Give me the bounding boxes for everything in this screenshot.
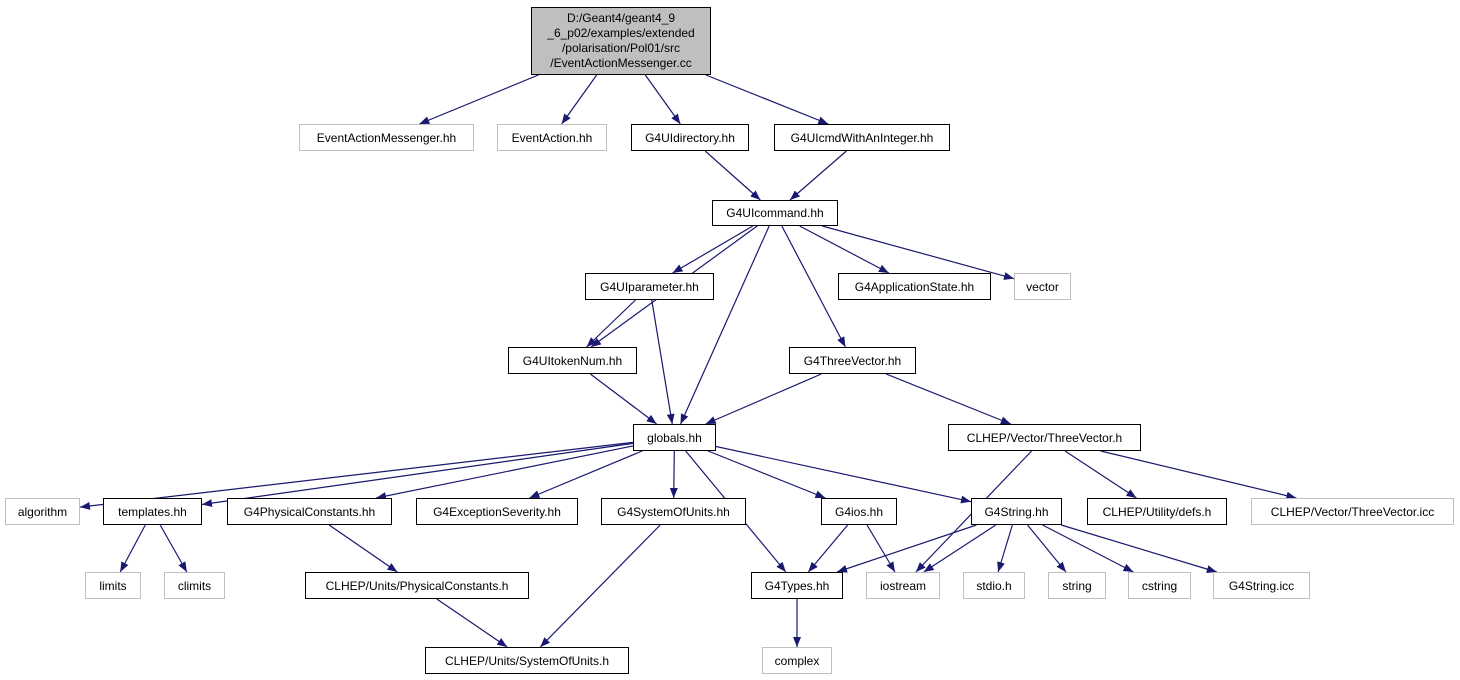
edge-CLHEP_Vector_ThreeVector_h-to-CLHEP_Utility_defs_h <box>1064 450 1137 499</box>
node-g4string-hh[interactable]: G4String.hh <box>971 498 1062 525</box>
edge-globals_hh-to-G4SystemOfUnits_hh <box>669 450 678 499</box>
edge-globals_hh-to-algorithm <box>79 441 634 510</box>
edge-G4SystemOfUnits_hh-to-CLHEP_Units_SystemOfUnits_h <box>539 524 661 648</box>
edge-G4UIcommand_hh-to-G4UIparameter_hh <box>672 225 754 274</box>
node-cstring[interactable]: cstring <box>1128 572 1191 599</box>
node-vector[interactable]: vector <box>1014 273 1071 300</box>
node-g4uiparameter-hh[interactable]: G4UIparameter.hh <box>585 273 714 300</box>
node-eventaction-hh[interactable]: EventAction.hh <box>497 124 607 151</box>
node-g4uitokennum-hh[interactable]: G4UItokenNum.hh <box>508 347 637 374</box>
node-g4applicationstate-hh[interactable]: G4ApplicationState.hh <box>838 273 991 300</box>
root-label-line-1: D:/Geant4/geant4_9 <box>566 11 676 25</box>
node-clhep-vector-threevector-h[interactable]: CLHEP/Vector/ThreeVector.h <box>948 424 1141 451</box>
node-complex[interactable]: complex <box>762 647 832 674</box>
node-g4uidirectory-hh[interactable]: G4UIdirectory.hh <box>631 124 749 151</box>
edge-G4UIcommand_hh-to-G4ApplicationState_hh <box>799 225 890 274</box>
node-string[interactable]: string <box>1048 572 1106 599</box>
node-algorithm[interactable]: algorithm <box>5 498 80 525</box>
node-globals-hh[interactable]: globals.hh <box>633 424 716 451</box>
edge-root-to-EventAction_hh <box>561 74 598 125</box>
edge-G4UIcommand_hh-to-G4ThreeVector_hh <box>781 225 846 348</box>
edge-G4ThreeVector_hh-to-globals_hh <box>705 373 822 425</box>
edge-globals_hh-to-G4PhysicalConstants_hh <box>375 445 634 500</box>
edge-G4String_hh-to-cstring <box>1042 524 1134 573</box>
root-file-node[interactable]: D:/Geant4/geant4_9 _6_p02/examples/exten… <box>531 7 711 75</box>
edge-root-to-EventActionMessenger_hh <box>419 74 539 125</box>
node-clhep-utility-defs-h[interactable]: CLHEP/Utility/defs.h <box>1087 498 1227 525</box>
edge-G4String_hh-to-G4String_icc <box>1061 524 1217 573</box>
edge-G4UIcommand_hh-to-vector <box>822 225 1015 280</box>
edge-G4PhysicalConstants_hh-to-CLHEP_Units_PhysicalConstants_h <box>328 524 398 573</box>
edge-G4UIcmdWithAnInteger_hh-to-G4UIcommand_hh <box>789 150 847 201</box>
edge-G4UIparameter_hh-to-G4UItokenNum_hh <box>586 299 636 348</box>
edge-templates_hh-to-limits <box>119 524 146 573</box>
node-g4uicmdwithaninteger-hh[interactable]: G4UIcmdWithAnInteger.hh <box>774 124 950 151</box>
edge-G4ios_hh-to-G4Types_hh <box>807 524 849 573</box>
node-eventactionmessenger-hh[interactable]: EventActionMessenger.hh <box>299 124 474 151</box>
edge-G4String_hh-to-stdio_h <box>997 524 1013 573</box>
node-templates-hh[interactable]: templates.hh <box>103 498 202 525</box>
edge-G4String_hh-to-string <box>1027 524 1067 573</box>
edge-G4ThreeVector_hh-to-CLHEP_Vector_ThreeVector_h <box>885 373 1012 425</box>
node-g4physicalconstants-hh[interactable]: G4PhysicalConstants.hh <box>227 498 392 525</box>
node-climits[interactable]: climits <box>164 572 225 599</box>
edge-globals_hh-to-G4String_hh <box>715 445 972 504</box>
edge-G4ios_hh-to-iostream <box>866 524 896 573</box>
edge-root-to-G4UIdirectory_hh <box>644 74 681 125</box>
edge-G4UIdirectory_hh-to-G4UIcommand_hh <box>704 150 761 201</box>
node-g4systemofunits-hh[interactable]: G4SystemOfUnits.hh <box>601 498 746 525</box>
node-g4ios-hh[interactable]: G4ios.hh <box>821 498 897 525</box>
edge-globals_hh-to-G4ExceptionSeverity_hh <box>529 450 643 499</box>
edge-G4String_hh-to-G4Types_hh <box>836 524 977 573</box>
edge-G4String_hh-to-iostream <box>923 524 997 573</box>
node-clhep-units-physicalconstants-h[interactable]: CLHEP/Units/PhysicalConstants.h <box>305 572 529 599</box>
node-clhep-units-systemofunits-h[interactable]: CLHEP/Units/SystemOfUnits.h <box>425 647 629 674</box>
edge-globals_hh-to-templates_hh <box>201 442 634 508</box>
edge-templates_hh-to-climits <box>159 524 188 573</box>
node-g4string-icc[interactable]: G4String.icc <box>1213 572 1310 599</box>
edge-CLHEP_Vector_ThreeVector_h-to-CLHEP_Vector_ThreeVector_icc <box>1100 450 1297 500</box>
node-g4exceptionseverity-hh[interactable]: G4ExceptionSeverity.hh <box>416 498 578 525</box>
edge-root-to-G4UIcmdWithAnInteger_hh <box>705 74 829 125</box>
edge-G4UIcommand_hh-to-globals_hh <box>679 225 770 425</box>
root-label-line-4: /EventActionMessenger.cc <box>550 56 692 70</box>
edge-G4UIparameter_hh-to-globals_hh <box>651 299 675 425</box>
root-label-line-2: _6_p02/examples/extended <box>547 26 695 40</box>
node-iostream[interactable]: iostream <box>866 572 940 599</box>
node-limits[interactable]: limits <box>85 572 141 599</box>
node-stdio-h[interactable]: stdio.h <box>963 572 1025 599</box>
node-g4uicommand-hh[interactable]: G4UIcommand.hh <box>712 200 838 226</box>
edge-G4UItokenNum_hh-to-globals_hh <box>590 373 657 425</box>
node-g4threevector-hh[interactable]: G4ThreeVector.hh <box>789 347 916 374</box>
root-label-line-3: /polarisation/Pol01/src <box>561 41 681 55</box>
node-clhep-vector-threevector-icc[interactable]: CLHEP/Vector/ThreeVector.icc <box>1251 498 1454 525</box>
edge-globals_hh-to-G4ios_hh <box>707 450 826 499</box>
edge-CLHEP_Units_PhysicalConstants_h-to-CLHEP_Units_SystemOfUnits_h <box>436 598 508 648</box>
node-g4types-hh[interactable]: G4Types.hh <box>751 572 843 599</box>
